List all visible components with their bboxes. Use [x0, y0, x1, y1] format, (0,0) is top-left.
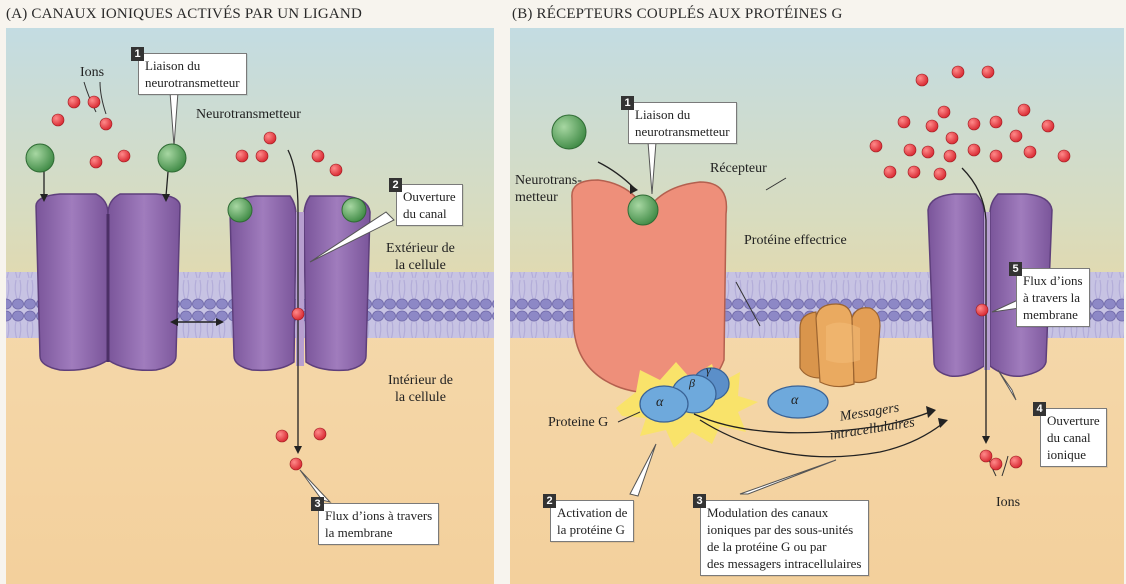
neurotransmitter-molecule	[26, 144, 54, 172]
ion-particle	[944, 150, 956, 162]
ion-particle	[922, 146, 934, 158]
ion-particle	[1010, 456, 1022, 468]
ion-particle	[884, 166, 896, 178]
callout-a2: 2 Ouverture du canal	[396, 184, 463, 226]
callout-text: Ouverture du canal ionique	[1047, 412, 1100, 463]
step-number: 4	[1033, 402, 1046, 416]
callout-b1: 1 Liaison du neurotransmetteur	[628, 102, 737, 144]
neurotransmitter-molecule	[228, 198, 252, 222]
effector-protein-label: Protéine effectrice	[744, 232, 847, 249]
ion-particle	[236, 150, 248, 162]
step-number: 2	[389, 178, 402, 192]
neurotransmitter-molecule	[628, 195, 658, 225]
ion-particle	[870, 140, 882, 152]
callout-text: Modulation des canaux ioniques par des s…	[707, 504, 862, 572]
ion-particle	[292, 308, 304, 320]
ion-particle	[1010, 130, 1022, 142]
callout-text: Ouverture du canal	[403, 188, 456, 222]
ion-particle	[330, 164, 342, 176]
ion-particle	[926, 120, 938, 132]
step-number: 2	[543, 494, 556, 508]
step-number: 3	[693, 494, 706, 508]
ion-particle	[980, 450, 992, 462]
ions-label-b: Ions	[996, 494, 1020, 511]
ion-particle	[68, 96, 80, 108]
step-number: 1	[131, 47, 144, 61]
callout-text: Flux d’ions à travers la membrane	[1023, 272, 1083, 323]
ion-particle	[52, 114, 64, 126]
ion-particle	[946, 132, 958, 144]
callout-a3: 3 Flux d’ions à travers la membrane	[318, 503, 439, 545]
ion-particle	[990, 150, 1002, 162]
ion-particle	[90, 156, 102, 168]
ion-particle	[952, 66, 964, 78]
neurotransmitter-label-a: Neurotransmetteur	[196, 106, 301, 123]
g-protein-label: Proteine G	[548, 414, 608, 431]
open-ion-channel	[230, 196, 370, 370]
neurotransmitter-molecule	[158, 144, 186, 172]
callout-text: Liaison du neurotransmetteur	[635, 106, 730, 140]
neurotransmitter-molecule	[552, 115, 586, 149]
receptor-label: Récepteur	[710, 160, 767, 177]
callout-a1: 1 Liaison du neurotransmetteur	[138, 53, 247, 95]
ion-particle	[968, 144, 980, 156]
ions-label-a: Ions	[80, 64, 104, 81]
ion-particle	[100, 118, 112, 130]
callout-b5: 5 Flux d’ions à travers la membrane	[1016, 268, 1090, 327]
g-gamma-label: γ	[706, 362, 711, 379]
ion-particle	[290, 458, 302, 470]
ion-particle	[88, 96, 100, 108]
ion-particle	[976, 304, 988, 316]
ion-particle	[908, 166, 920, 178]
ion-particle	[264, 132, 276, 144]
ion-particle	[1042, 120, 1054, 132]
ion-particle	[276, 430, 288, 442]
effector-protein	[800, 304, 880, 387]
free-g-alpha-label: α	[791, 392, 798, 409]
g-alpha-label: α	[656, 394, 663, 411]
neurotransmitter-label-b: Neurotrans- metteur	[515, 172, 582, 206]
callout-b3: 3 Modulation des canaux ioniques par des…	[700, 500, 869, 576]
ion-particle	[314, 428, 326, 440]
step-number: 5	[1009, 262, 1022, 276]
ion-particle	[312, 150, 324, 162]
callout-text: Liaison du neurotransmetteur	[145, 57, 240, 91]
step-number: 3	[311, 497, 324, 511]
ion-particle	[118, 150, 130, 162]
ion-particle	[916, 74, 928, 86]
ion-particle	[968, 118, 980, 130]
ion-particle	[1018, 104, 1030, 116]
neurotransmitter-molecule	[342, 198, 366, 222]
callout-b4: 4 Ouverture du canal ionique	[1040, 408, 1107, 467]
callout-text: Activation de la protéine G	[557, 504, 627, 538]
outside-cell-label: Extérieur de la cellule	[386, 240, 455, 274]
inside-cell-label: Intérieur de la cellule	[388, 372, 453, 406]
ion-particle	[898, 116, 910, 128]
g-beta-label: β	[689, 375, 695, 392]
ion-particle	[982, 66, 994, 78]
ion-particle	[904, 144, 916, 156]
ion-particle	[990, 116, 1002, 128]
ion-particle	[938, 106, 950, 118]
callout-b2: 2 Activation de la protéine G	[550, 500, 634, 542]
ion-particle	[1058, 150, 1070, 162]
ion-particle	[934, 168, 946, 180]
ion-particle	[990, 458, 1002, 470]
ion-particle	[1024, 146, 1036, 158]
callout-text: Flux d’ions à travers la membrane	[325, 507, 432, 541]
step-number: 1	[621, 96, 634, 110]
closed-ion-channel	[36, 194, 180, 370]
ion-particle	[256, 150, 268, 162]
